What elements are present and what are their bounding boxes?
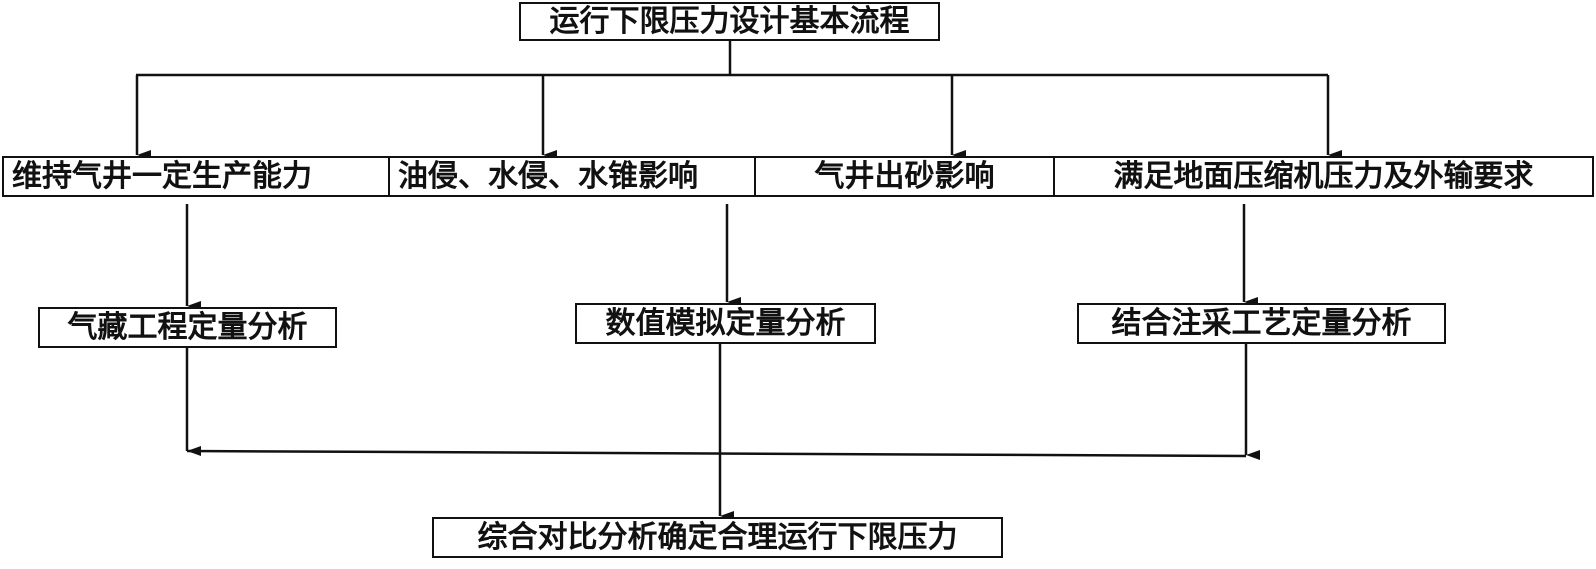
- factor-box-2: 油侵、水侵、水锥影响: [388, 156, 756, 197]
- factor-text-2: 油侵、水侵、水锥影响: [398, 158, 698, 194]
- factor-box-4: 满足地面压缩机压力及外输要求: [1053, 156, 1594, 197]
- conclusion-box: 综合对比分析确定合理运行下限压力: [432, 517, 1003, 558]
- factor-box-1: 维持气井一定生产能力: [2, 156, 390, 197]
- analysis-text-1: 气藏工程定量分析: [67, 309, 308, 345]
- factor-text-3: 气井出砂影响: [814, 158, 995, 194]
- factor-text-1: 维持气井一定生产能力: [12, 158, 312, 194]
- analysis-box-3: 结合注采工艺定量分析: [1077, 303, 1446, 344]
- analysis-text-3: 结合注采工艺定量分析: [1111, 305, 1412, 341]
- analysis-text-2: 数值模拟定量分析: [605, 305, 846, 341]
- conclusion-text: 综合对比分析确定合理运行下限压力: [477, 519, 958, 555]
- title-text: 运行下限压力设计基本流程: [549, 3, 910, 39]
- analysis-box-2: 数值模拟定量分析: [575, 303, 876, 344]
- factor-text-4: 满足地面压缩机压力及外输要求: [1113, 158, 1534, 194]
- title-box: 运行下限压力设计基本流程: [519, 2, 940, 41]
- bottom-bus: [186, 449, 1247, 458]
- analysis-box-1: 气藏工程定量分析: [38, 307, 337, 348]
- factor-box-3: 气井出砂影响: [754, 156, 1055, 197]
